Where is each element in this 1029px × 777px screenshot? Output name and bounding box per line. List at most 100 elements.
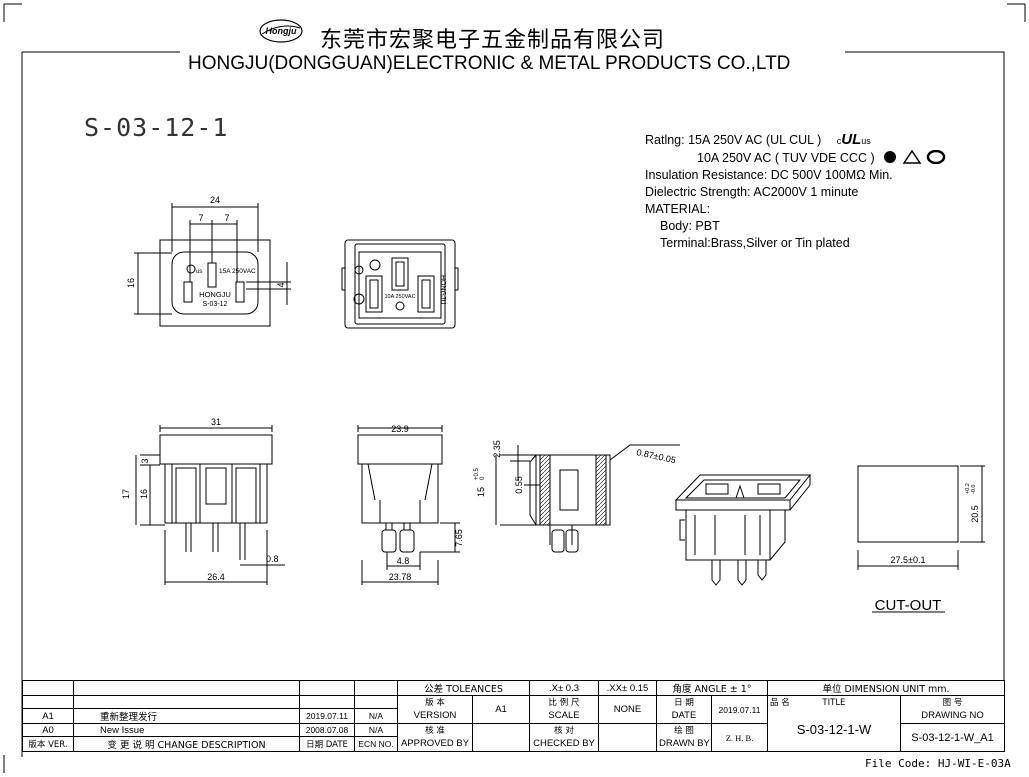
drawn-en: DRAWN BY — [656, 736, 712, 752]
specs-block: Ratlng: 15A 250V AC (UL CUL ) cULus 10A … — [645, 131, 962, 252]
cutout-view — [857, 465, 985, 613]
technical-drawing: 24 7 7 16 4 15A 250VAC us HONGJU S-03-12… — [121, 195, 985, 614]
rev-header-ver: 版本 VER. — [22, 736, 74, 752]
drawn-value: Z. H. B. — [710, 723, 769, 752]
dim-front-height: 16 — [126, 278, 136, 288]
scale-en: SCALE — [529, 708, 599, 724]
file-code: File Code: HJ-WI-E-03A — [865, 757, 1011, 770]
dim-side1-bottom: 26.4 — [207, 572, 225, 582]
company-name-en: HONGJU(DONGGUAN)ELECTRONIC & METAL PRODU… — [188, 53, 791, 74]
version-en: VERSION — [397, 708, 473, 724]
dim-side1-total: 17 — [121, 489, 131, 499]
rev-a0-desc: New Issue — [73, 723, 300, 737]
date-value: 2019.07.11 — [710, 695, 769, 724]
dim-front-pitch-left: 7 — [198, 213, 203, 223]
rev-a0-ecn: N/A — [354, 723, 398, 737]
date-en: DATE — [656, 708, 712, 724]
dim-side1-pin: 0.8 — [266, 554, 279, 564]
rev-a1-date: 2019.07.11 — [299, 708, 355, 724]
dim-front-pin: 4 — [276, 282, 286, 287]
rev-a0-date: 2008.07.08 — [299, 723, 355, 737]
rev-header-desc: 变 更 说 明 CHANGE DESCRIPTION — [73, 736, 300, 752]
ul-mark: cULus — [836, 131, 871, 148]
front-view — [134, 203, 291, 327]
back-label-rating: 10A 250VAC — [384, 294, 415, 300]
back-label-brand: HONGJU — [439, 275, 446, 305]
back-view — [341, 239, 459, 329]
front-label-ul: us — [196, 269, 202, 275]
side-view-1 — [135, 425, 285, 585]
front-label-rating: 15A 250VAC — [219, 268, 256, 275]
vde-icon — [902, 149, 922, 164]
dim-side1-body: 16 — [139, 489, 149, 499]
drawing-no-en: DRAWING NO — [900, 708, 1006, 724]
rating-line-1: Ratlng: 15A 250V AC (UL CUL ) — [645, 133, 822, 147]
version-cn: 版 本 — [397, 695, 473, 709]
insulation-spec: Insulation Resistance: DC 500V 100MΩ Min… — [645, 168, 893, 182]
body-material: Body: PBT — [660, 219, 720, 233]
dim-section-panel: 15 — [476, 487, 486, 497]
version-value: A1 — [472, 695, 530, 724]
dim-section-angle: 0.87±0.05 — [636, 447, 677, 465]
drawn-cn: 绘 图 — [656, 723, 712, 737]
front-label-brand: HONGJU — [199, 290, 231, 299]
logo-text: Hongju — [266, 26, 297, 36]
dim-side1-flange: 3 — [140, 458, 150, 463]
title-value: S-03-12-1-W — [767, 708, 902, 752]
rev-a0-ver: A0 — [22, 723, 74, 737]
tol-xx: .XX± 0.15 — [598, 680, 657, 696]
tol-angle: 角度 ANGLE ± 1° — [655, 680, 769, 696]
dim-cutout-height-tol-top: +0.2 — [965, 483, 971, 494]
rating-line-2: 10A 250V AC ( TUV VDE CCC ) — [697, 151, 875, 165]
tuv-icon — [884, 151, 897, 163]
isometric-view — [674, 474, 812, 586]
dim-side2-top: 23.9 — [391, 424, 409, 434]
rev-header-ecn: ECN NO. — [354, 736, 398, 752]
dim-front-width: 24 — [210, 195, 220, 205]
certification-icons — [884, 149, 946, 165]
material-label: MATERIAL: — [645, 202, 711, 216]
dim-section-gap: 0.55 — [514, 476, 524, 494]
section-view — [495, 444, 680, 553]
dim-side2-pin-w: 4.8 — [397, 556, 410, 566]
unit-label: 单位 DIMENSION UNIT mm. — [767, 680, 1006, 696]
approved-en: APPROVED BY — [397, 736, 473, 752]
company-name-cn: 东莞市宏聚电子五金制品有限公司 — [320, 28, 666, 53]
rev-header-date: 日期 DATE — [299, 736, 355, 752]
title-block: 公差 TOLEANCES .X± 0.3 .XX± 0.15 角度 ANGLE … — [22, 680, 1006, 752]
dielectric-spec: Dielectric Strength: AC2000V 1 minute — [645, 185, 859, 199]
tol-x: .X± 0.3 — [529, 680, 599, 696]
dim-cutout-width: 27.5±0.1 — [891, 555, 926, 565]
dim-front-pitch-right: 7 — [224, 213, 229, 223]
ccc-icon — [926, 149, 946, 165]
approved-cn: 核 准 — [397, 723, 473, 737]
dim-side2-bottom: 23.78 — [389, 572, 412, 582]
part-number: S-03-12-1 — [84, 113, 229, 142]
rev-a1-desc: 重新整理发行 — [73, 708, 300, 724]
scale-value: NONE — [598, 695, 657, 724]
side-view-2 — [357, 425, 460, 585]
dim-section-panel-tol-bot: 0 — [480, 476, 486, 480]
dim-side2-pin-len: 7.65 — [454, 529, 464, 547]
company-logo: Hongju — [259, 19, 303, 43]
checked-en: CHECKED BY — [529, 736, 599, 752]
dim-section-panel-tol-top: +0.5 — [474, 467, 480, 480]
dim-cutout-height-tol-bot: -0.0 — [971, 485, 977, 494]
rev-a1-ver: A1 — [22, 708, 74, 724]
date-cn: 日 期 — [656, 695, 712, 709]
name-cn: 品 名 — [770, 698, 790, 709]
terminal-material: Terminal:Brass,Silver or Tin plated — [660, 236, 850, 250]
dim-section-flange: 2.35 — [492, 440, 502, 458]
checked-cn: 核 对 — [529, 723, 599, 737]
drawing-no-cn: 图 号 — [900, 695, 1006, 709]
dim-cutout-height: 20.5 — [970, 505, 980, 523]
dim-side1-top: 31 — [211, 417, 221, 427]
cutout-title: CUT-OUT — [875, 597, 942, 614]
front-label-model: S-03-12 — [203, 301, 228, 308]
title-en: TITLE — [822, 698, 846, 709]
tolerances-label: 公差 TOLEANCES — [397, 680, 530, 696]
scale-cn: 比 例 尺 — [529, 695, 599, 709]
drawing-no-value: S-03-12-1-W_A1 — [900, 723, 1006, 752]
rev-a1-ecn: N/A — [354, 708, 398, 724]
